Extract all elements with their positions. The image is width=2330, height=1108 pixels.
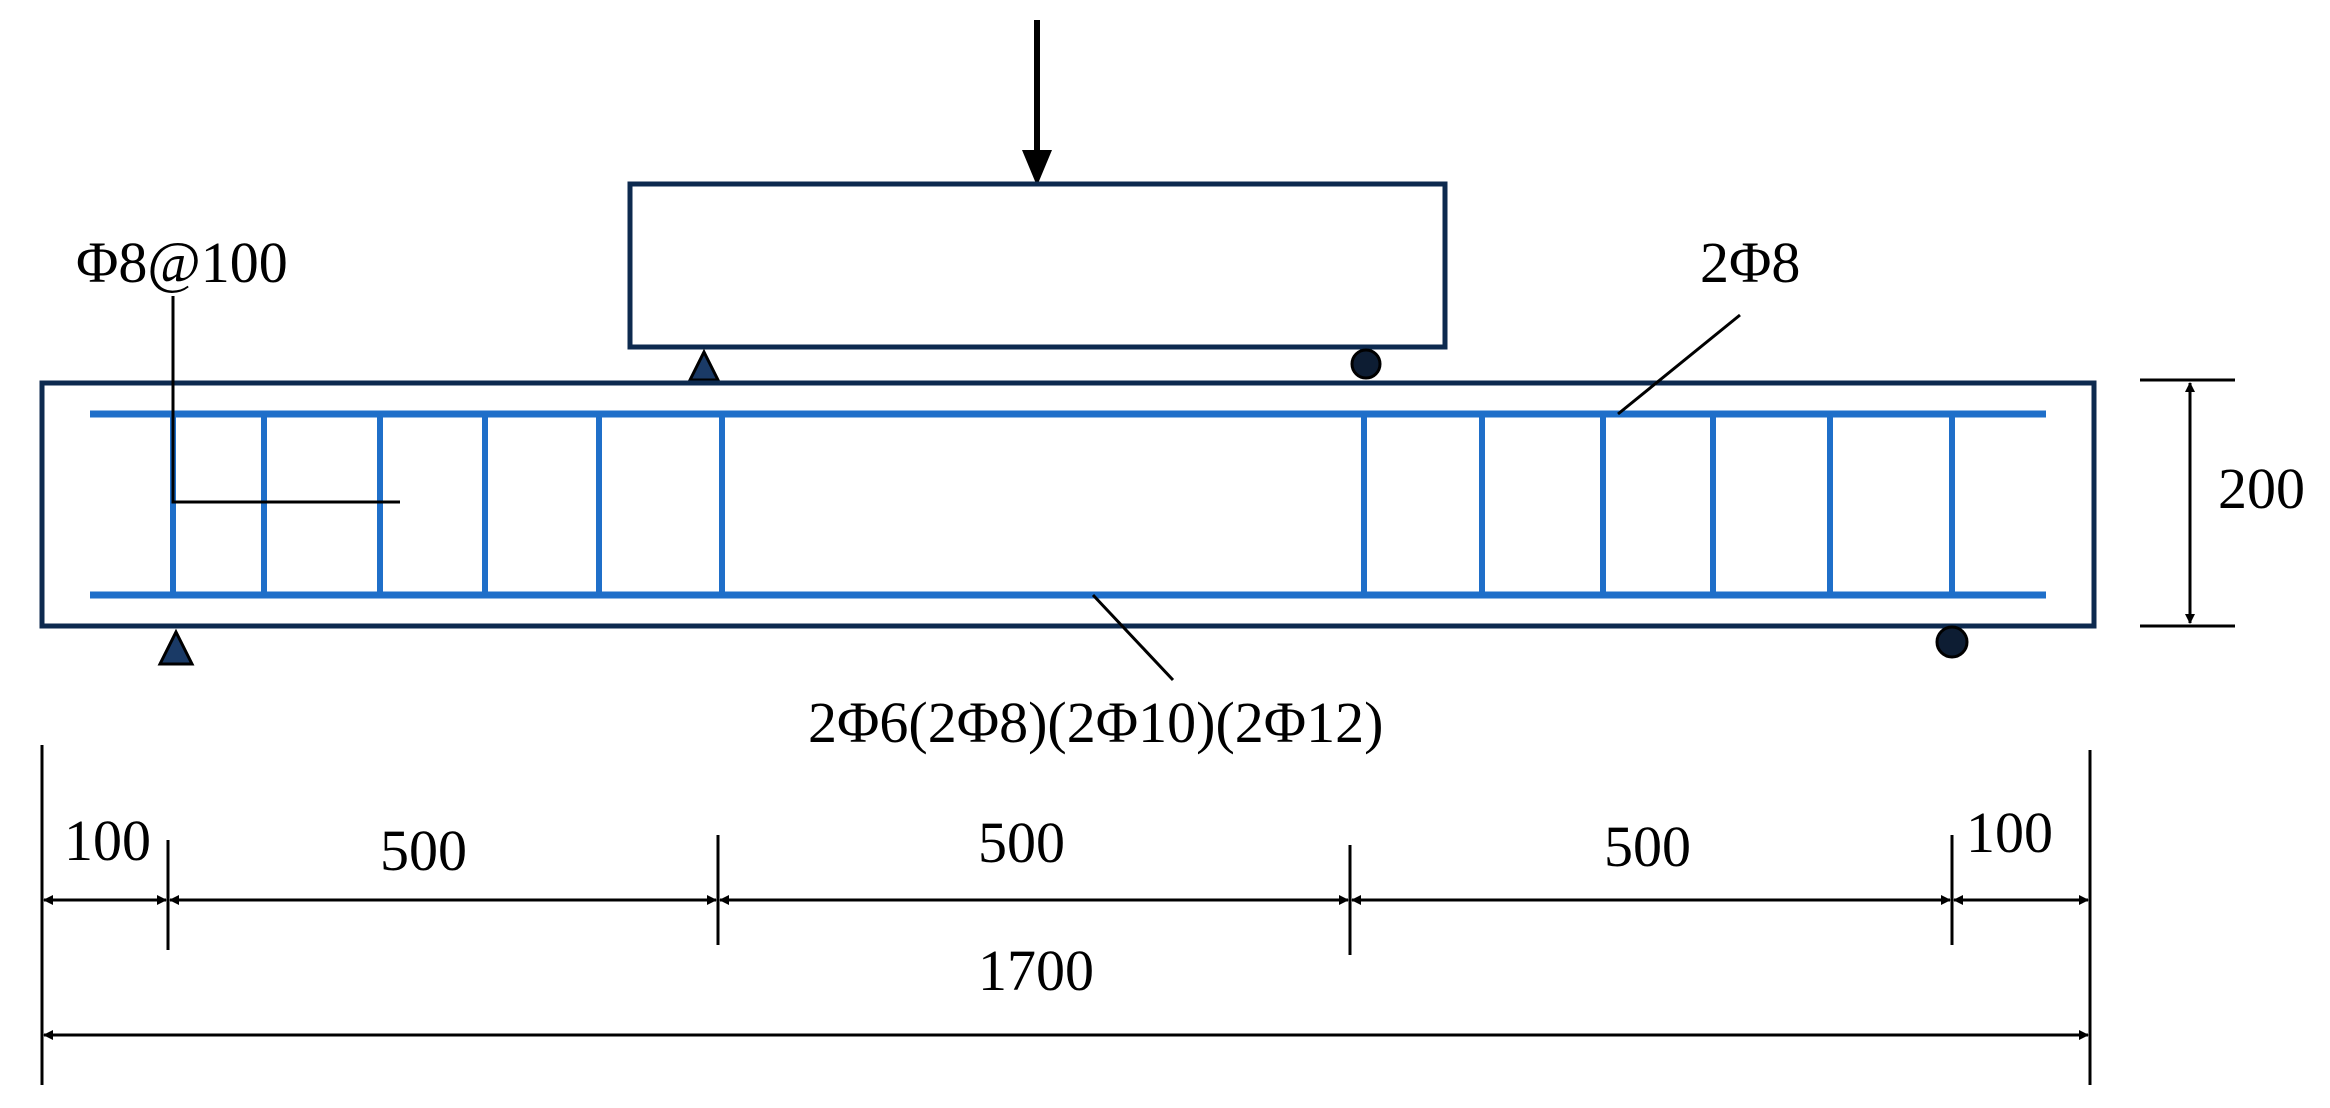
dim-end-left-label: 100 [64, 808, 151, 873]
dim-span-3-label: 500 [1604, 814, 1691, 879]
bottom-bar-leader [1091, 593, 1175, 682]
spreader-pin-support [687, 348, 721, 382]
dim-span-2-label: 500 [978, 810, 1065, 875]
stirrup-leader [171, 296, 400, 504]
top-bar-label: 2Φ8 [1700, 230, 1800, 295]
top-bar-leader [1617, 313, 1741, 416]
spreader-roller-support [1350, 348, 1382, 380]
span-dimensions [40, 745, 2092, 1085]
beam-pin-support [157, 628, 195, 666]
bottom-bar-label: 2Φ6(2Φ8)(2Φ10)(2Φ12) [808, 690, 1383, 755]
height-label: 200 [2218, 456, 2305, 521]
spreader-beam [627, 181, 1448, 350]
dim-span-1-label: 500 [380, 818, 467, 883]
beam-roller-support [1935, 625, 1969, 659]
load-arrow [1022, 20, 1052, 186]
dim-total-label: 1700 [978, 938, 1094, 1003]
height-dimension [2140, 378, 2235, 628]
stirrups [170, 414, 1955, 595]
stirrup-label: Φ8@100 [76, 230, 288, 295]
dim-end-right-label: 100 [1966, 800, 2053, 865]
beam-outline [39, 380, 2097, 629]
